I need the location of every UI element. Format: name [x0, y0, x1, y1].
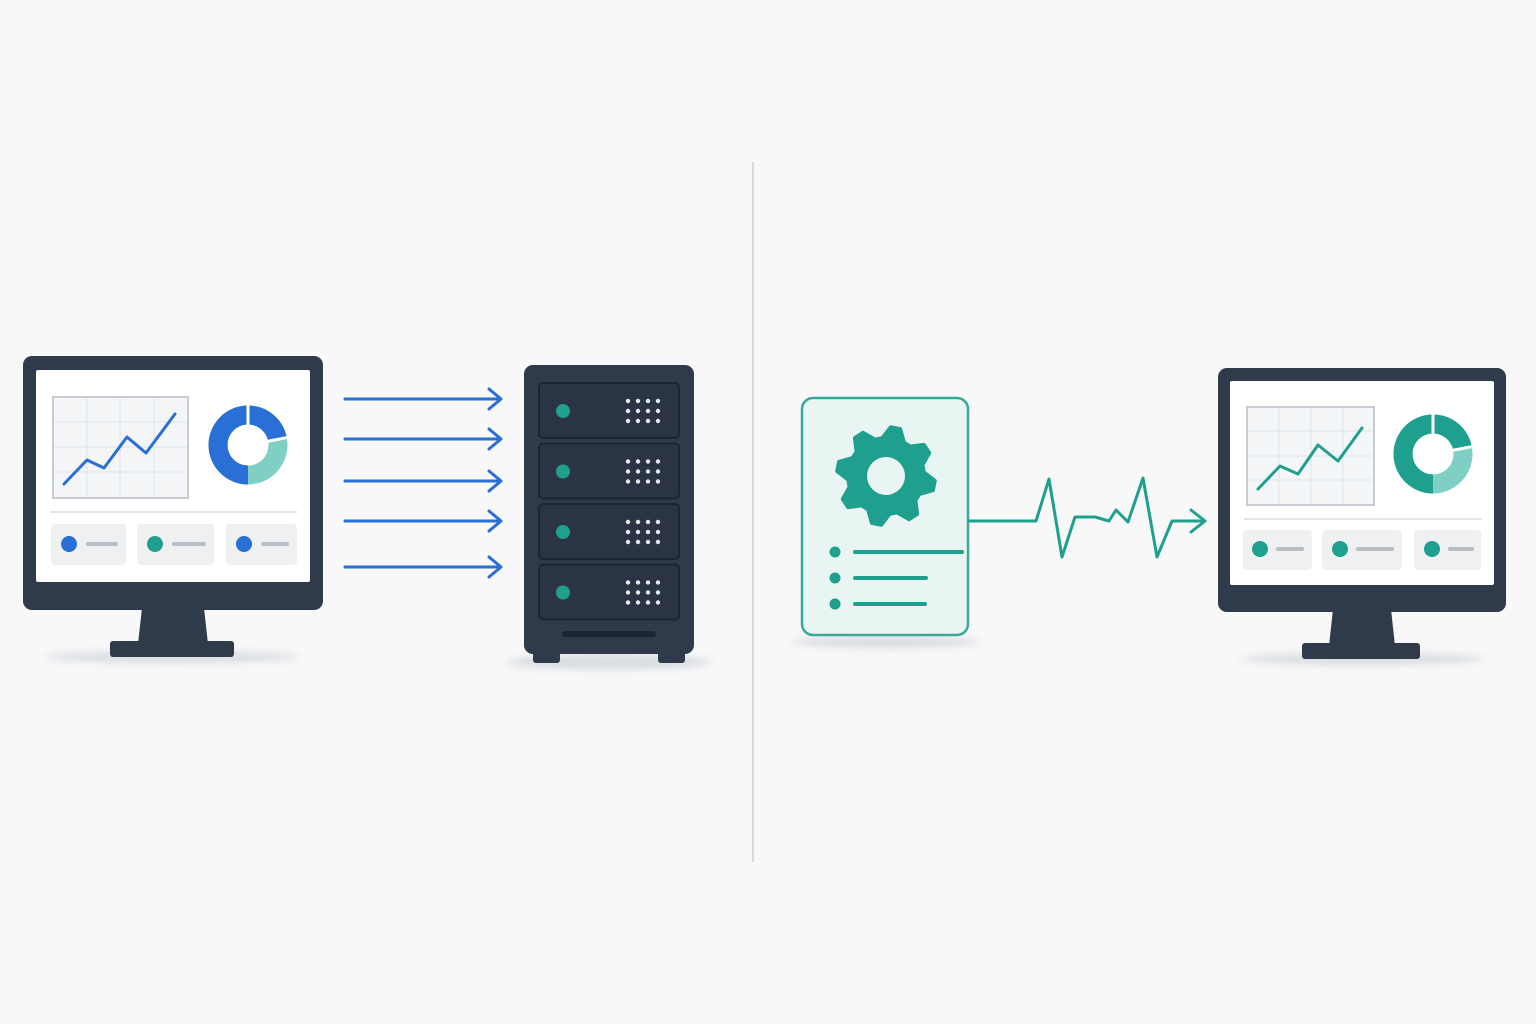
legend-dot: [1332, 541, 1348, 557]
arrow-right-icon: [343, 469, 503, 493]
legend-dot: [61, 536, 77, 552]
legend-dot: [236, 536, 252, 552]
heartbeat-arrow-icon: [967, 476, 1207, 559]
server-rack-icon: [507, 365, 711, 670]
legend-card: [1414, 530, 1481, 570]
settings-list: [829, 546, 964, 610]
arrow-right-icon: [343, 427, 503, 451]
legend-cards: [1243, 530, 1481, 570]
legend-cards: [51, 524, 297, 565]
status-led: [556, 585, 570, 600]
gear-icon: [835, 425, 937, 527]
config-card: [792, 396, 980, 648]
donut-chart: [1393, 413, 1474, 494]
server-unit: [538, 382, 680, 439]
legend-dot: [1252, 541, 1268, 557]
line-chart-panel: [52, 396, 189, 499]
status-led: [556, 464, 570, 479]
legend-dot: [1424, 541, 1440, 557]
list-item: [829, 546, 964, 558]
arrow-right-icon: [343, 509, 503, 533]
arrow-right-icon: [343, 387, 503, 411]
left-monitor-icon: [23, 356, 323, 663]
status-led: [556, 525, 570, 539]
right-monitor-icon: [1218, 368, 1506, 665]
status-led: [556, 404, 570, 418]
server-unit: [538, 442, 680, 500]
server-unit: [538, 563, 680, 621]
donut-chart: [208, 404, 289, 485]
line-chart-panel: [1246, 406, 1375, 506]
server-unit: [538, 503, 680, 560]
list-item: [829, 598, 927, 610]
arrow-right-icon: [343, 555, 503, 579]
list-item: [829, 572, 928, 584]
legend-dot: [147, 536, 163, 552]
data-flow-arrows: [343, 387, 503, 579]
